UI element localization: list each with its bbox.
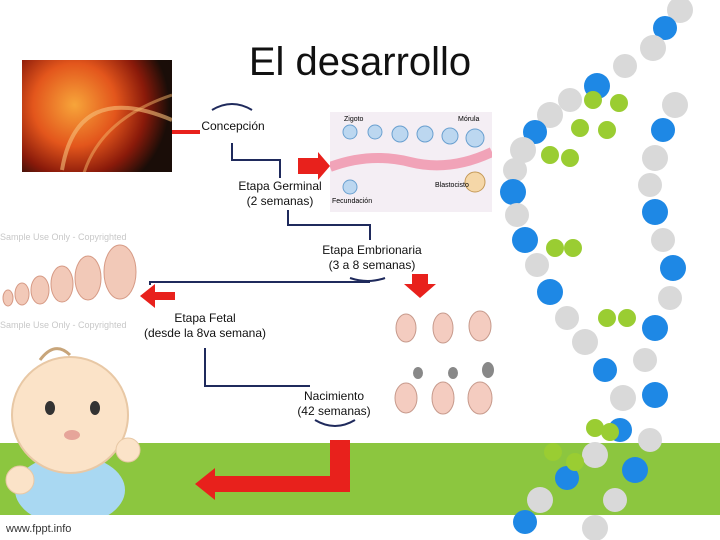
stage-fetal-name: Etapa Fetal — [174, 311, 236, 325]
footer-url: www.fppt.info — [6, 523, 72, 535]
stage-embryonic-name: Etapa Embrionaria — [322, 243, 422, 257]
connector-germinal-embryonic — [287, 210, 371, 240]
watermark-text-bottom: Sample Use Only - Copyrighted — [0, 320, 127, 330]
stage-fetal: Etapa Fetal (desde la 8va semana) — [135, 311, 275, 341]
connector-embryonic-fetal — [149, 281, 370, 285]
connector-conception-germinal — [231, 143, 281, 178]
dna-rungs — [541, 91, 636, 471]
baby-illustration — [0, 340, 150, 525]
stage-birth-duration: (42 semanas) — [297, 404, 371, 418]
watermark-text-top: Sample Use Only - Copyrighted — [0, 232, 127, 242]
stage-conception: Concepción — [197, 119, 269, 134]
connector-conception-top — [211, 103, 253, 111]
stage-embryonic: Etapa Embrionaria (3 a 8 semanas) — [312, 243, 432, 273]
germinal-label-blastocyst: Blastocisto — [435, 182, 469, 189]
slide-title: El desarrollo — [248, 40, 472, 84]
stage-birth-name: Nacimiento — [303, 389, 365, 403]
arrow-germinal-right — [298, 152, 330, 180]
fetus-development-image: Sample Use Only - Copyrighted Sample Use… — [0, 222, 148, 334]
dna-helix-image — [500, 0, 693, 540]
stage-germinal: Etapa Germinal (2 semanas) — [228, 179, 332, 209]
conception-pointer — [172, 130, 200, 134]
stage-germinal-name: Etapa Germinal — [238, 179, 322, 193]
stage-fetal-duration: (desde la 8va semana) — [143, 326, 267, 340]
arrow-embryonic-down — [404, 274, 436, 298]
germinal-label-zygote: Zigoto — [344, 116, 364, 123]
stage-embryonic-duration: (3 a 8 semanas) — [328, 258, 416, 272]
fertilization-photo — [22, 60, 173, 206]
dna-strand-right — [582, 92, 688, 540]
stage-germinal-duration: (2 semanas) — [246, 194, 314, 208]
connector-fetal-birth — [204, 348, 310, 387]
arrow-birth-return — [195, 440, 350, 500]
embryo-photo-grid — [388, 298, 498, 436]
stage-conception-label: Concepción — [201, 119, 265, 133]
germinal-label-morula: Mórula — [458, 116, 480, 123]
germinal-stage-diagram: Zigoto Mórula Blastocisto Fecundación — [328, 112, 495, 212]
stage-birth: Nacimiento (42 semanas) — [290, 389, 378, 419]
connector-embryonic-bottom — [349, 277, 386, 282]
arrow-fetal-left — [140, 284, 175, 308]
germinal-label-fertilization: Fecundación — [332, 198, 373, 205]
connector-birth-bottom — [314, 419, 356, 427]
